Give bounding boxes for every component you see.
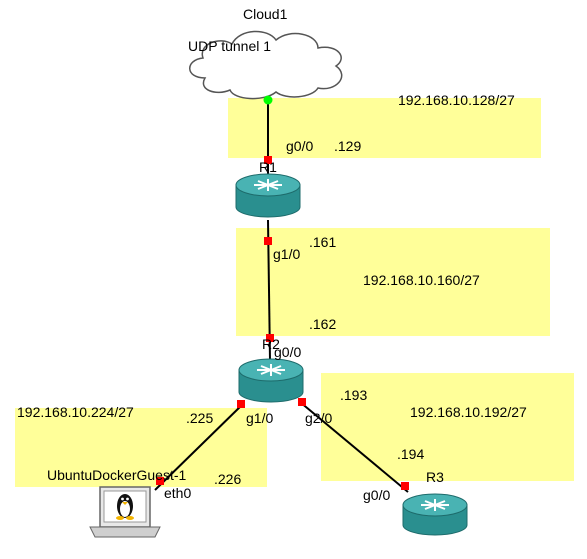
port-status-cloud[interactable] — [263, 95, 273, 105]
r2-g00-host-label: .162 — [309, 316, 336, 332]
r2-g10-host-label: .225 — [186, 410, 213, 426]
tux-icon — [116, 494, 134, 520]
cloud-name-label: Cloud1 — [243, 6, 288, 22]
router-r1-icon[interactable] — [235, 173, 301, 218]
port-status-r2-g10[interactable] — [237, 400, 245, 408]
subnet-note-right[interactable] — [321, 373, 574, 481]
subnet-note-middle[interactable] — [236, 228, 550, 336]
linux-host-icon[interactable] — [89, 486, 161, 538]
link-r2-host[interactable] — [154, 402, 245, 491]
port-status-r3-g00[interactable] — [401, 482, 409, 490]
port-status-r1-g00[interactable] — [264, 156, 272, 164]
router-r1-name: R1 — [259, 159, 277, 175]
cloud-icon[interactable] — [189, 30, 343, 100]
subnet-right-network: 192.168.10.192/27 — [410, 404, 527, 420]
router-r3-name: R3 — [426, 469, 444, 485]
r2-g00-port-label: g0/0 — [274, 344, 301, 360]
r1-g00-port-label: g0/0 — [286, 138, 313, 154]
r1-g00-host-label: .129 — [334, 138, 361, 154]
r2-g20-host-label: .193 — [340, 387, 367, 403]
port-status-r2-g00[interactable] — [266, 334, 274, 342]
subnet-top-network: 192.168.10.128/27 — [398, 92, 515, 108]
cloud-port-label: UDP tunnel 1 — [188, 38, 271, 54]
r2-g20-port-label: g2/0 — [305, 410, 332, 426]
subnet-middle-network: 192.168.10.160/27 — [363, 272, 480, 288]
r3-g00-port-label: g0/0 — [363, 487, 390, 503]
r1-g10-port-label: g1/0 — [273, 246, 300, 262]
router-r2-name: R2 — [262, 336, 280, 352]
router-r3-icon[interactable] — [402, 493, 468, 536]
link-r2-r3[interactable] — [299, 401, 409, 493]
host-name-label: UbuntuDockerGuest-1 — [47, 467, 187, 483]
r3-g00-host-label: .194 — [397, 446, 424, 462]
r1-g10-host-label: .161 — [309, 234, 336, 250]
subnet-note-top[interactable] — [228, 98, 541, 158]
r2-g10-port-label: g1/0 — [246, 410, 273, 426]
router-r2-icon[interactable] — [238, 358, 304, 403]
port-status-r1-g10[interactable] — [264, 237, 272, 245]
port-status-r2-g20[interactable] — [298, 398, 306, 406]
port-status-host-eth0[interactable] — [156, 477, 164, 485]
subnet-left-network: 192.168.10.224/27 — [17, 404, 134, 420]
r2-host-link-host-label: .226 — [214, 471, 241, 487]
host-eth0-port-label: eth0 — [164, 485, 191, 501]
